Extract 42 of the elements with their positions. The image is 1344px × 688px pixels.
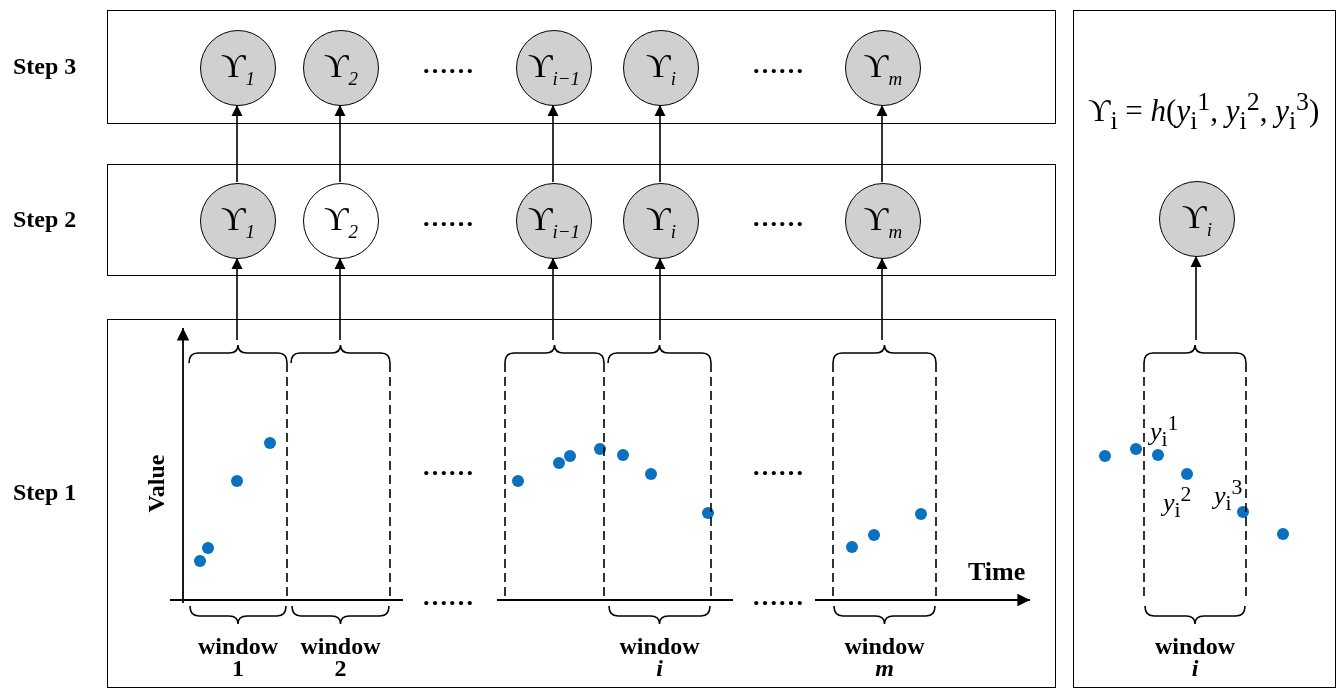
ellipsis: …… <box>752 452 804 482</box>
variable-symbol: ϒ$_{1}$ <box>220 48 256 88</box>
ellipsis: …… <box>422 50 474 80</box>
formula: ϒ$_{i}$ = h(y$_{i}$$^{1}$, y$_{i}$$^{2}$, y$_{i}$$^{3}$) <box>1088 87 1320 136</box>
arrow <box>231 104 243 183</box>
ellipsis: …… <box>422 203 474 233</box>
arrow <box>547 257 559 341</box>
arrow <box>547 104 559 183</box>
ellipsis: …… <box>752 50 804 80</box>
step-label: Step 1 <box>13 479 77 506</box>
variable-symbol: ϒ$_{2}$ <box>323 201 359 241</box>
step-label: Step 2 <box>13 206 77 233</box>
variable-symbol: ϒ$_{i}$ <box>646 201 676 241</box>
ellipsis: …… <box>752 582 804 612</box>
window-label: window 1 <box>197 635 279 679</box>
arrow <box>876 104 888 183</box>
variable-symbol: ϒ$_{2}$ <box>323 48 359 88</box>
ellipsis: …… <box>422 452 474 482</box>
arrow <box>334 104 346 183</box>
arrow <box>334 257 346 341</box>
arrow <box>1190 255 1202 341</box>
arrow <box>654 104 666 183</box>
variable-symbol: ϒ$_{i}$ <box>646 48 676 88</box>
arrow <box>876 257 888 341</box>
window-label: window m <box>843 635 926 679</box>
variable-symbol: ϒ$_{i−1}$ <box>527 201 581 241</box>
variable-symbol: ϒ$_{m}$ <box>863 48 903 88</box>
variable-symbol: ϒ$_{1}$ <box>220 201 256 241</box>
arrow <box>654 257 666 341</box>
formula-panel <box>1073 10 1336 688</box>
ellipsis: …… <box>422 582 474 612</box>
window-label: window 2 <box>299 635 382 679</box>
arrow <box>231 257 243 341</box>
variable-symbol: ϒ$_{i−1}$ <box>527 48 581 88</box>
window-label: window i <box>618 635 701 679</box>
ellipsis: …… <box>752 203 804 233</box>
axis-label: Time <box>968 557 1026 587</box>
variable-symbol: ϒ$_{i}$ <box>1182 199 1212 239</box>
window-label: window i <box>1154 635 1236 679</box>
variable-symbol: ϒ$_{m}$ <box>863 201 903 241</box>
axis-label: Value <box>143 454 171 513</box>
step-label: Step 3 <box>13 53 77 80</box>
